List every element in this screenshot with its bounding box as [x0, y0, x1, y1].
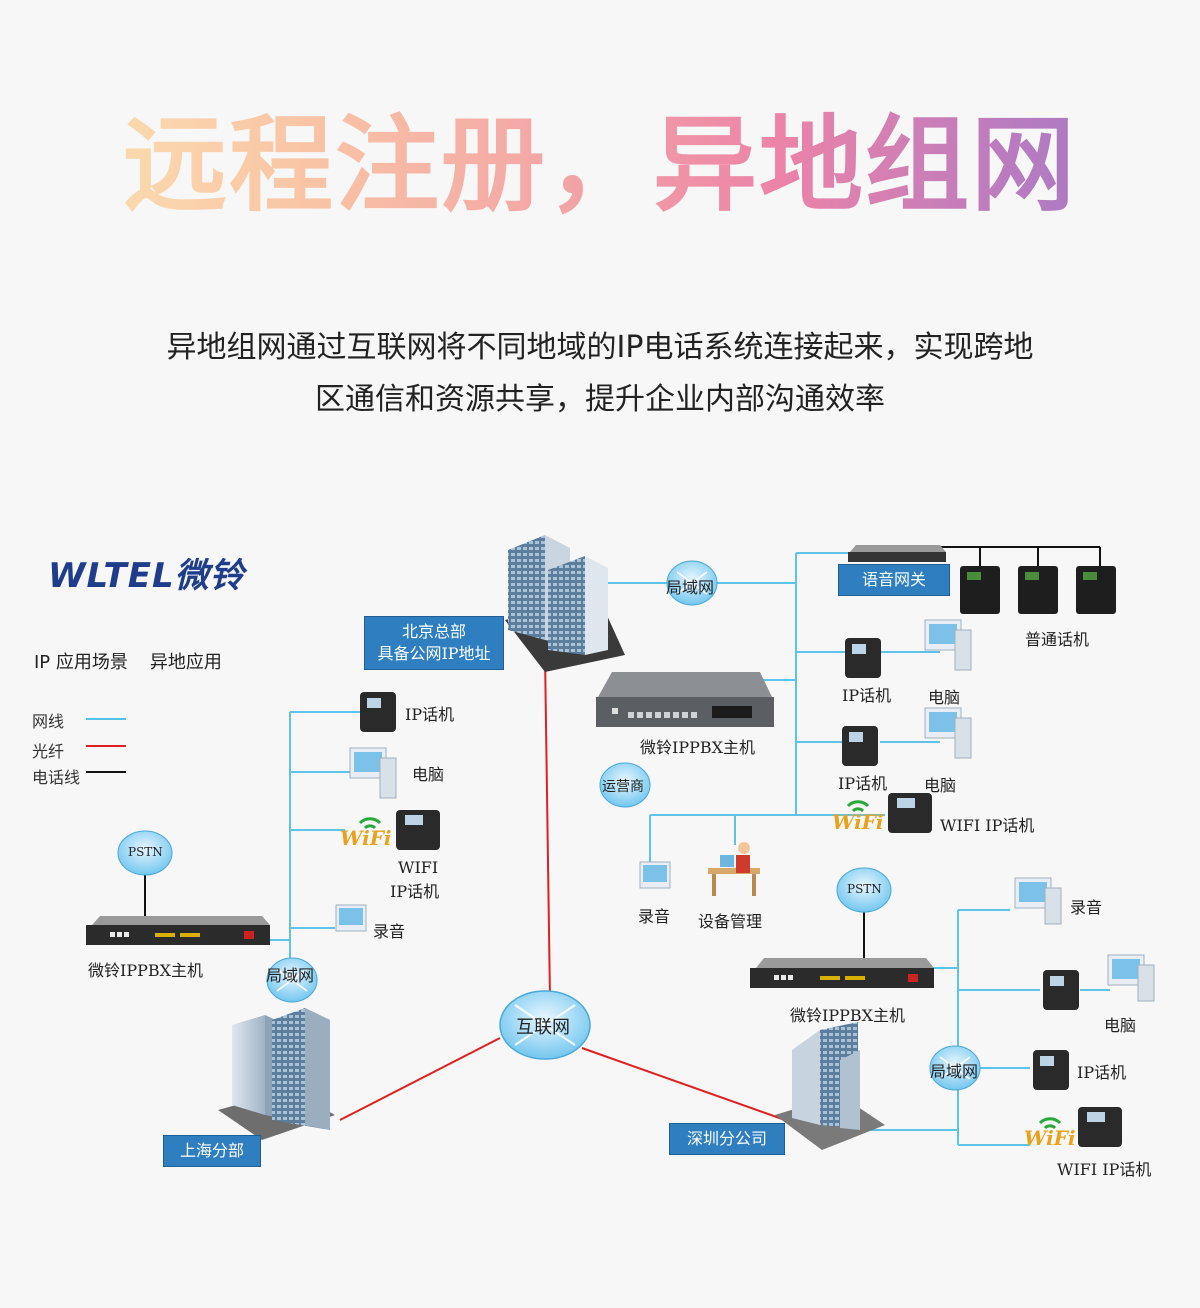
legend-fiber-line — [86, 745, 126, 747]
carrier-node — [599, 762, 651, 808]
ip-phone-label-bj1: IP话机 — [842, 686, 892, 705]
pstn-label-shenzhen: PSTN — [847, 882, 882, 896]
beijing-label: 北京总部 具备公网IP地址 — [364, 616, 504, 670]
network-cables — [268, 552, 1110, 1146]
legend-network-cable: 网线 — [32, 712, 65, 731]
ippbx-label-sh: 微铃IPPBX主机 — [88, 961, 204, 980]
beijing-label-line2: 具备公网IP地址 — [377, 644, 491, 663]
recording-label-sh: 录音 — [373, 922, 406, 941]
legend-network-cable-line — [86, 718, 126, 720]
wifi-signs — [358, 800, 1062, 1130]
wifi-phone-label-sh-line2: IP话机 — [390, 882, 440, 901]
beijing-label-line1: 北京总部 — [401, 622, 466, 641]
recording-label-bj: 录音 — [638, 907, 671, 926]
pc-label-sz: 电脑 — [1104, 1016, 1137, 1035]
computers — [335, 619, 1155, 1002]
wifi-logo-sh: WiFi — [340, 826, 392, 850]
wifi-logo-bj: WiFi — [832, 810, 884, 834]
wifi-phone-label-sh-line1: WIFI — [398, 858, 439, 877]
carrier-label: 运营商 — [602, 779, 644, 795]
internet-label: 互联网 — [516, 1017, 570, 1038]
shanghai-building — [218, 1008, 335, 1140]
wltel-logo: WLTEL微铃 — [48, 556, 245, 596]
voice-gateway-label: 语音网关 — [838, 564, 950, 596]
pc-label-sh: 电脑 — [412, 765, 445, 784]
shenzhen-label: 深圳分公司 — [669, 1123, 785, 1155]
wifi-ip-phone-label-bj: WIFI IP话机 — [940, 816, 1035, 835]
beijing-building — [505, 535, 625, 672]
lan-label-beijing: 局域网 — [666, 578, 715, 597]
pstn-node-shanghai — [117, 830, 173, 876]
pstn-label-shanghai: PSTN — [128, 845, 163, 859]
analog-phone-label: 普通话机 — [1025, 630, 1090, 649]
lan-node-beijing — [666, 560, 718, 606]
internet-node — [499, 990, 591, 1060]
subtitle: 异地组网通过互联网将不同地域的IP电话系统连接起来，实现跨地 区通信和资源共享，… — [100, 322, 1100, 426]
shenzhen-building — [775, 1022, 885, 1150]
ippbx-shanghai — [86, 916, 270, 945]
ip-phones — [360, 638, 1122, 1147]
scenario: IP 应用场景异地应用 — [34, 648, 244, 674]
device-mgmt-person — [708, 842, 760, 896]
ip-phone-label-sz: IP话机 — [1077, 1063, 1127, 1082]
fiber-lines — [339, 654, 786, 1121]
lan-label-shanghai: 局域网 — [266, 966, 315, 985]
subtitle-line2: 区通信和资源共享，提升企业内部沟通效率 — [315, 382, 885, 417]
wifi-ip-phone-label-sz: WIFI IP话机 — [1057, 1160, 1152, 1179]
legend-phone-line: 电话线 — [32, 768, 81, 787]
scenario-label: IP 应用场景 — [34, 652, 128, 673]
analog-phones — [960, 566, 1116, 614]
lan-node-shanghai — [266, 957, 318, 1003]
legend-fiber: 光纤 — [32, 742, 65, 761]
pc-label-bj2: 电脑 — [924, 776, 957, 795]
voice-gateway — [848, 545, 946, 562]
legend-phone-line-line — [86, 771, 126, 773]
phone-lines — [144, 546, 1101, 960]
shanghai-label: 上海分部 — [163, 1135, 261, 1167]
scenario-value: 异地应用 — [149, 652, 222, 673]
pstn-node-shenzhen — [836, 867, 892, 913]
wifi-logo-sz: WiFi — [1024, 1126, 1076, 1150]
ippbx-beijing — [596, 672, 774, 727]
ip-phone-label-bj2: IP话机 — [838, 774, 888, 793]
ippbx-label-sz: 微铃IPPBX主机 — [790, 1006, 906, 1025]
pc-label-bj1: 电脑 — [928, 688, 961, 707]
ippbx-shenzhen — [750, 958, 934, 988]
subtitle-line1: 异地组网通过互联网将不同地域的IP电话系统连接起来，实现跨地 — [166, 330, 1034, 365]
lan-node-shenzhen — [929, 1045, 981, 1091]
recording-label-sz: 录音 — [1070, 898, 1103, 917]
ippbx-label-beijing: 微铃IPPBX主机 — [640, 738, 756, 757]
lan-label-shenzhen: 局域网 — [930, 1062, 979, 1081]
device-mgmt-label: 设备管理 — [698, 912, 763, 931]
ip-phone-label-sh: IP话机 — [405, 705, 455, 724]
